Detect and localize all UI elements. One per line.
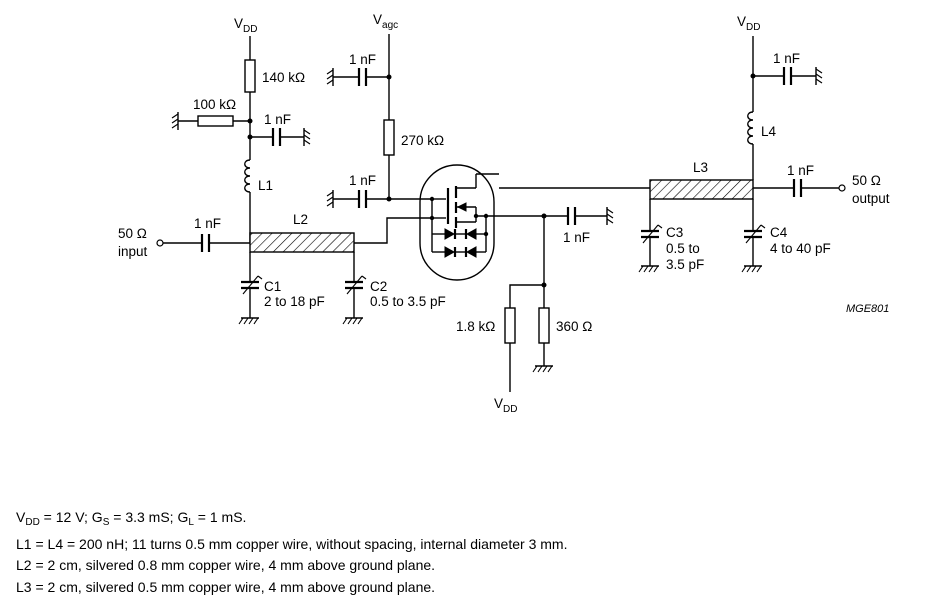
ground-symbol [606, 207, 614, 225]
output-impedance-label: 50 Ω [852, 173, 881, 188]
output-label: output [852, 191, 890, 206]
ground-symbol [638, 265, 659, 273]
circuit-schematic: VDD 140 kΩ 100 kΩ 1 nF L1 50 Ω input 1 n… [118, 12, 890, 415]
capacitor-1nf-output-label: 1 nF [787, 163, 814, 178]
c3-value-1: 0.5 to [666, 241, 700, 256]
capacitor-1nf-source-label: 1 nF [563, 230, 590, 245]
ground-symbol [326, 190, 334, 208]
svg-text:Vagc: Vagc [373, 12, 398, 31]
vdd-top-left-label: VDD [234, 16, 257, 35]
resistor-360 [538, 307, 550, 344]
ground-symbol [238, 317, 259, 325]
capacitor-1nf-vdd-right-label: 1 nF [773, 51, 800, 66]
inductor-l4-label: L4 [761, 124, 777, 139]
c3-value-2: 3.5 pF [666, 257, 704, 272]
c1-value: 2 to 18 pF [264, 294, 325, 309]
inductor-l4 [747, 111, 754, 145]
c3-label: C3 [666, 225, 683, 240]
resistor-1k8-label: 1.8 kΩ [456, 319, 495, 334]
resistor-100k-label: 100 kΩ [193, 97, 236, 112]
stripline-l3 [649, 179, 754, 200]
note-line-3: L2 = 2 cm, silvered 0.8 mm copper wire, … [16, 557, 436, 573]
c2-value: 0.5 to 3.5 pF [370, 294, 446, 309]
trimmer-capacitor-c3 [641, 224, 663, 244]
figure-reference: MGE801 [846, 303, 889, 315]
capacitor-1nf-label: 1 nF [264, 112, 291, 127]
input-label: input [118, 244, 148, 259]
capacitor-1nf-vagc-label: 1 nF [349, 52, 376, 67]
vdd-bottom-label: VDD [494, 396, 517, 415]
trimmer-capacitor-c2 [345, 275, 367, 295]
inductor-l1-label: L1 [258, 178, 273, 193]
ground-symbol [171, 112, 179, 130]
ground-symbol [342, 317, 363, 325]
ground-symbol [815, 67, 823, 85]
vagc-label: Vagc [373, 12, 398, 31]
capacitor-1nf-g1-label: 1 nF [349, 173, 376, 188]
input-impedance-label: 50 Ω [118, 226, 147, 241]
capacitor-1nf-input-label: 1 nF [194, 216, 221, 231]
note-line-2: L1 = L4 = 200 nH; 11 turns 0.5 mm copper… [16, 535, 568, 552]
stripline-l3-label: L3 [693, 160, 708, 175]
resistor-100k [197, 115, 234, 127]
trimmer-capacitor-c1 [241, 275, 263, 295]
svg-text:VDD: VDD [234, 16, 257, 35]
c4-label: C4 [770, 225, 788, 240]
c1-label: C1 [264, 279, 281, 294]
c2-label: C2 [370, 279, 387, 294]
resistor-270k [383, 119, 395, 156]
input-terminal [156, 239, 164, 247]
resistor-1k8 [504, 307, 516, 344]
svg-text:VDD: VDD [737, 14, 760, 33]
component-notes: VDD = 12 V; GS = 3.3 mS; GL = 1 mS. L1 =… [16, 507, 567, 598]
resistor-140k [244, 59, 256, 93]
resistor-140k-label: 140 kΩ [262, 70, 305, 85]
resistor-360-label: 360 Ω [556, 319, 592, 334]
ground-symbol [532, 365, 553, 373]
ground-symbol [326, 68, 334, 86]
c4-value: 4 to 40 pF [770, 241, 831, 256]
note-line-1: VDD = 12 V; GS = 3.3 mS; GL = 1 mS. [16, 509, 247, 528]
stripline-l2 [249, 232, 355, 253]
output-terminal [838, 184, 846, 192]
vdd-top-right-label: VDD [737, 14, 760, 33]
ground-symbol [741, 265, 762, 273]
svg-text:VDD: VDD [494, 396, 517, 415]
trimmer-capacitor-c4 [744, 224, 766, 244]
stripline-l2-label: L2 [293, 212, 308, 227]
ground-symbol [303, 128, 311, 146]
inductor-l1 [244, 159, 251, 193]
resistor-270k-label: 270 kΩ [401, 133, 444, 148]
dual-gate-mosfet [419, 164, 499, 281]
note-line-4: L3 = 2 cm, silvered 0.5 mm copper wire, … [16, 578, 436, 595]
